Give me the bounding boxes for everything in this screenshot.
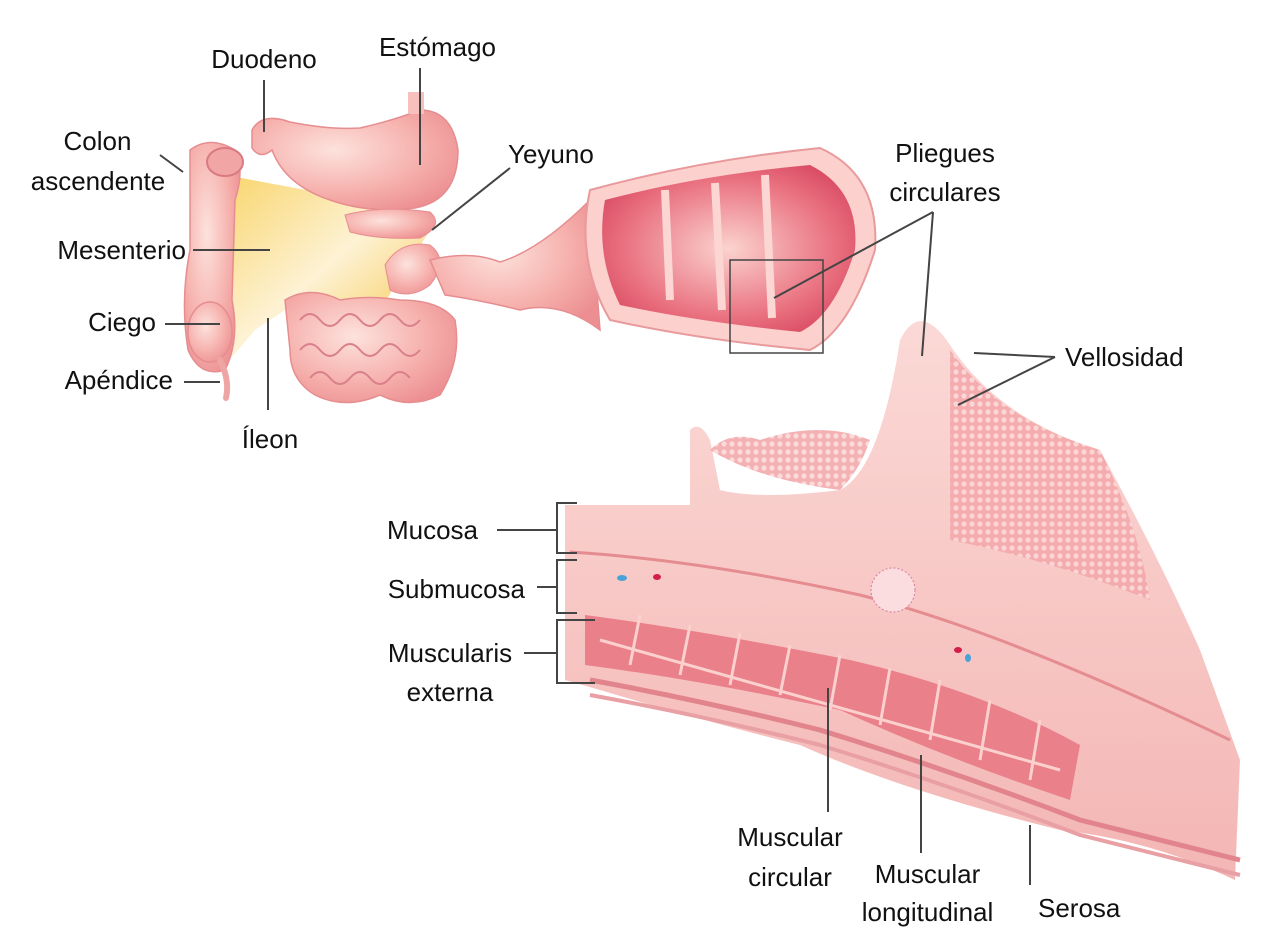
- label-mesenterio: Mesenterio: [57, 235, 186, 265]
- stomach-shape: [251, 109, 459, 211]
- label-muscular-longitudinal-line2: longitudinal: [861, 897, 994, 927]
- label-vellosidad: Vellosidad: [1065, 342, 1184, 372]
- label-muscular-circular-line2: circular: [748, 862, 832, 892]
- leader-lines: [159, 68, 1056, 885]
- label-submucosa: Submucosa: [387, 574, 525, 604]
- label-pliegues-line1: Pliegues: [895, 138, 995, 168]
- label-muscular-circular-line1: Muscular: [737, 822, 843, 852]
- zoom-box: [729, 259, 824, 354]
- label-muscular-longitudinal-line1: Muscular: [874, 859, 981, 889]
- label-apendice: Apéndice: [64, 365, 173, 395]
- enlarged-intestine-segment: [584, 146, 877, 354]
- label-pliegues-line2: circulares: [889, 177, 1001, 207]
- jejunum-tube: [428, 198, 601, 332]
- label-muscularis-line2: externa: [406, 677, 494, 707]
- label-estomago: Estómago: [378, 32, 497, 62]
- label-ciego: Ciego: [88, 307, 156, 337]
- label-yeyuno: Yeyuno: [508, 139, 594, 169]
- label-colon-line2: ascendente: [30, 166, 166, 196]
- digestive-organs-overview: [183, 92, 601, 404]
- intestinal-wall-section: [565, 321, 1241, 880]
- label-muscularis-line1: Muscularis: [387, 638, 513, 668]
- label-colon-line1: Colon: [63, 126, 132, 156]
- label-mucosa: Mucosa: [386, 515, 478, 545]
- small-intestine-loops: [284, 291, 458, 404]
- label-ileon: Íleon: [241, 424, 299, 454]
- label-duodeno: Duodeno: [211, 44, 317, 74]
- label-serosa: Serosa: [1038, 893, 1121, 923]
